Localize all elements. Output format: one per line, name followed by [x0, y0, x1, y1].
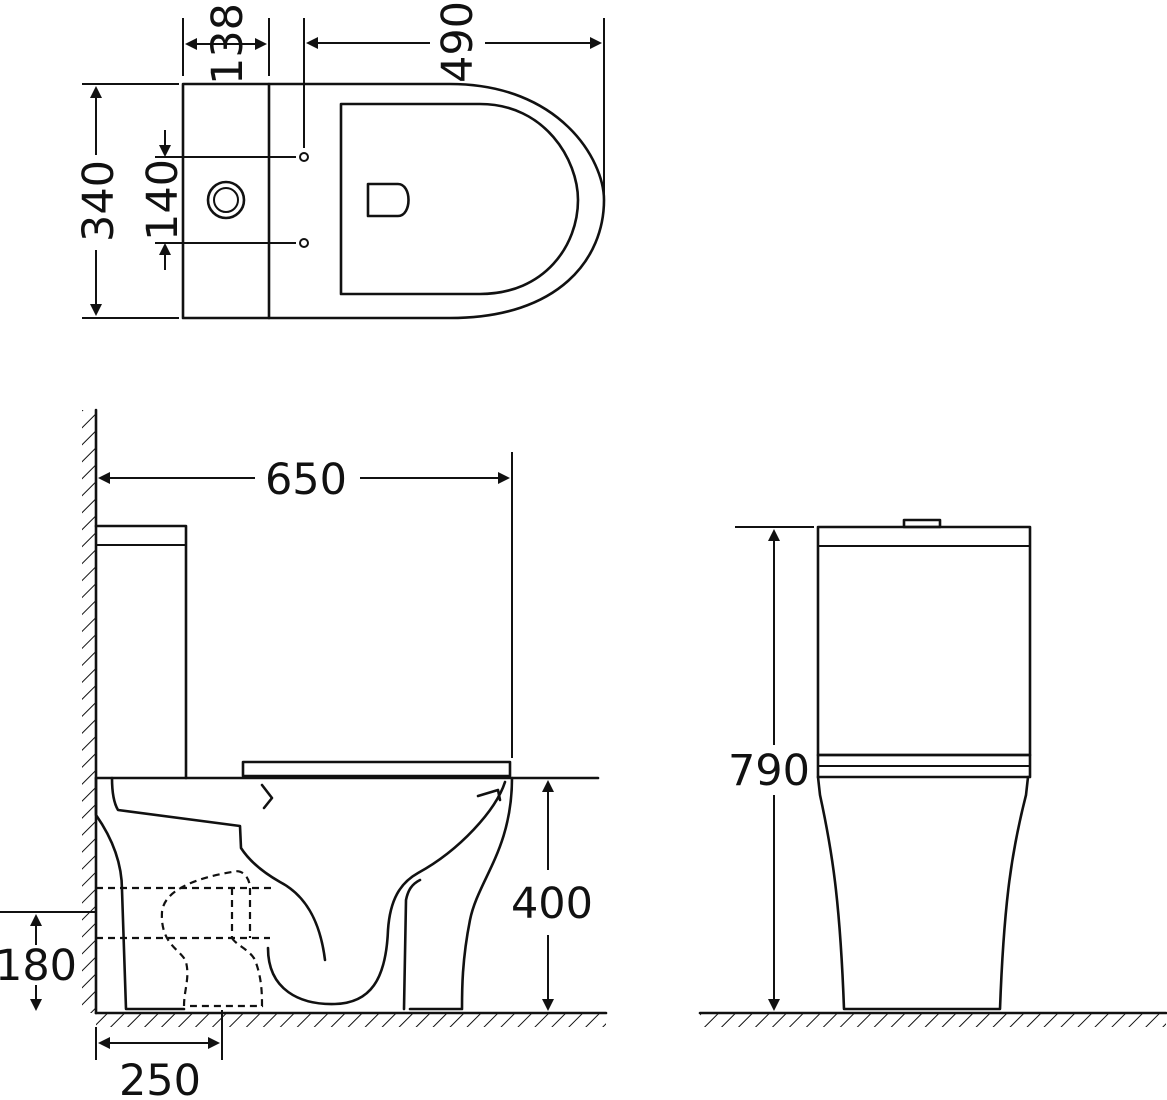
- bowl-outline: [267, 82, 606, 320]
- label-250: 250: [119, 1056, 201, 1100]
- dimension-bowl-length: 490: [303, 1, 605, 196]
- label-140: 140: [138, 159, 188, 241]
- dimension-overall-width: 340: [74, 83, 179, 319]
- bowl-front-exterior: [408, 776, 514, 1011]
- front-floor-hatch: [700, 1013, 1166, 1027]
- flush-button-outer: [206, 180, 246, 220]
- bolt-hole-upper: [299, 152, 309, 162]
- bowl-exterior: [94, 776, 186, 1011]
- seat-lid: [241, 760, 512, 778]
- label-138: 138: [203, 3, 253, 85]
- bowl-inner: [110, 776, 327, 962]
- label-340: 340: [74, 160, 124, 242]
- bowl-front-inner: [402, 878, 422, 1011]
- dimension-outlet-distance: 250: [95, 1010, 223, 1100]
- dimension-overall-height: 790: [728, 526, 814, 1011]
- bowl-basin: [266, 780, 507, 1006]
- front-cistern: [816, 525, 1032, 757]
- label-180: 180: [0, 941, 77, 991]
- bolt-hole-lower: [299, 238, 309, 248]
- front-view: 790: [698, 518, 1167, 1027]
- tank-outline: [181, 82, 271, 320]
- wall-hatch: [82, 410, 96, 1013]
- outlet-slot: [366, 182, 410, 218]
- hidden-outlet: [96, 870, 274, 1008]
- dimension-seat-height: 400: [511, 780, 593, 1011]
- dimension-tank-depth: 138: [182, 3, 270, 85]
- rim-flush-hook: [260, 783, 502, 810]
- dimension-bolt-spacing: 140: [138, 130, 296, 270]
- cistern-outline: [94, 524, 188, 780]
- floor-hatch: [96, 1013, 606, 1027]
- label-650: 650: [265, 455, 347, 505]
- dimension-outlet-height: 180: [0, 911, 96, 1011]
- front-pedestal: [816, 775, 1030, 1011]
- seat-opening: [339, 102, 580, 296]
- flush-button-inner: [213, 187, 239, 213]
- label-790: 790: [728, 746, 810, 796]
- top-view: 138 490 340: [74, 1, 606, 320]
- label-400: 400: [511, 879, 593, 929]
- label-490: 490: [433, 1, 483, 83]
- side-view: 650 400 180 250: [0, 408, 608, 1100]
- dimension-overall-length: 650: [98, 452, 513, 758]
